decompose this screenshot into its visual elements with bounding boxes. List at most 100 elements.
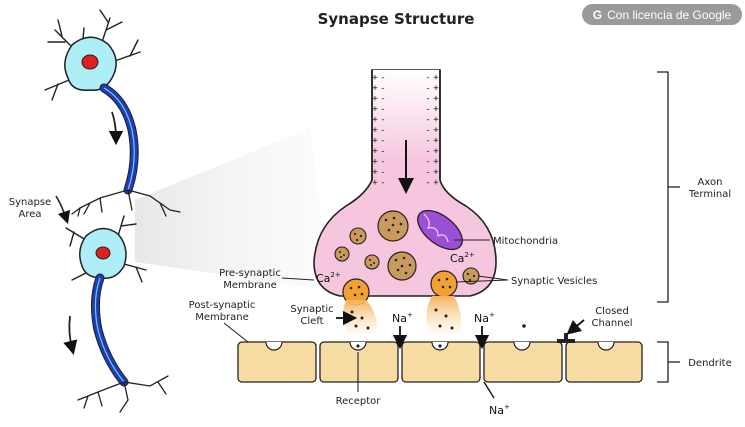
plus-charge: + xyxy=(372,126,378,136)
vesicle xyxy=(364,254,380,270)
na-ion-3: Na+ xyxy=(489,403,510,417)
minus-charge: - xyxy=(380,105,385,115)
plus-charge: + xyxy=(433,147,439,157)
google-g-icon: G xyxy=(592,7,603,22)
svg-text:Receptor: Receptor xyxy=(336,396,382,407)
synapse-branches xyxy=(71,189,181,217)
plus-charge: + xyxy=(372,147,378,157)
plus-charge: + xyxy=(433,178,439,188)
label-post-synaptic-membrane: Post-synaptic Membrane xyxy=(189,300,256,343)
na-ion-1: Na+ xyxy=(392,311,413,325)
plus-charge: + xyxy=(433,126,439,136)
svg-text:Membrane: Membrane xyxy=(223,280,277,291)
minus-charge: - xyxy=(380,84,385,94)
label-pre-synaptic-membrane: Pre-synaptic Membrane xyxy=(219,268,315,291)
minus-charge: - xyxy=(425,115,430,125)
plus-charge: + xyxy=(372,168,378,178)
label-receptor: Receptor xyxy=(336,352,382,407)
minus-charge: - xyxy=(380,136,385,146)
closed-channel-gate xyxy=(557,333,575,343)
synapse-area-arrow xyxy=(55,195,71,225)
lower-direction-arrow xyxy=(63,315,78,355)
axon-terminal: +--++--++--++--++--++--++--++--++--++--+… xyxy=(313,69,526,346)
plus-charge: + xyxy=(433,105,439,115)
plus-charge: + xyxy=(433,168,439,178)
label-synapse-area: Synapse Area xyxy=(9,197,51,220)
plus-charge: + xyxy=(433,115,439,125)
upper-nucleus xyxy=(81,54,99,70)
plus-charge: + xyxy=(372,157,378,167)
zoom-beam xyxy=(135,128,330,290)
plus-charge: + xyxy=(372,84,378,94)
minus-charge: - xyxy=(425,168,430,178)
plus-charge: + xyxy=(372,115,378,125)
svg-text:Synaptic: Synaptic xyxy=(290,304,333,315)
label-synaptic-cleft: Synaptic Cleft xyxy=(290,304,358,327)
plus-charge: + xyxy=(433,73,439,83)
minus-charge: - xyxy=(425,84,430,94)
svg-text:Pre-synaptic: Pre-synaptic xyxy=(219,268,281,279)
minus-charge: - xyxy=(380,126,385,136)
minus-charge: - xyxy=(425,94,430,104)
vesicle xyxy=(334,246,350,262)
vesicle xyxy=(387,251,417,281)
plus-charge: + xyxy=(433,136,439,146)
label-mitochondria: Mitochondria xyxy=(454,236,558,247)
minus-charge: - xyxy=(425,126,430,136)
plus-charge: + xyxy=(372,178,378,188)
na-ion-2: Na+ xyxy=(474,311,495,325)
license-badge[interactable]: G Con licencia de Google xyxy=(582,4,742,25)
svg-text:Mitochondria: Mitochondria xyxy=(493,236,558,247)
plus-charge: + xyxy=(372,94,378,104)
svg-text:Membrane: Membrane xyxy=(195,312,249,323)
svg-text:Axon: Axon xyxy=(698,177,723,188)
vesicle-fusing xyxy=(342,278,370,306)
plus-charge: + xyxy=(433,157,439,167)
svg-text:Closed: Closed xyxy=(595,306,629,317)
minus-charge: - xyxy=(425,136,430,146)
vesicle-fusing xyxy=(430,270,458,298)
lower-nucleus xyxy=(95,246,111,260)
synaptic-vesicles-group xyxy=(334,210,480,306)
svg-text:Area: Area xyxy=(18,209,41,220)
minus-charge: - xyxy=(380,147,385,157)
membrane-charges: +--++--++--++--++--++--++--++--++--++--+… xyxy=(372,73,439,188)
vesicle xyxy=(377,210,409,242)
neuron-illustration xyxy=(44,9,181,413)
release-plume-right xyxy=(426,296,462,334)
svg-text:Post-synaptic: Post-synaptic xyxy=(189,300,256,311)
minus-charge: - xyxy=(380,178,385,188)
plus-charge: + xyxy=(372,73,378,83)
release-plume-left xyxy=(343,300,377,334)
svg-text:Dendrite: Dendrite xyxy=(688,358,732,369)
upper-direction-arrow xyxy=(108,111,124,146)
vesicle xyxy=(349,227,367,245)
minus-charge: - xyxy=(380,94,385,104)
sodium-ions: Na+ Na+ Na+ xyxy=(392,311,510,417)
label-synaptic-vesicles: Synaptic Vesicles xyxy=(455,275,597,287)
svg-text:Synaptic Vesicles: Synaptic Vesicles xyxy=(511,276,597,287)
plus-charge: + xyxy=(372,136,378,146)
plus-charge: + xyxy=(433,84,439,94)
minus-charge: - xyxy=(425,157,430,167)
ca-ion-right: Ca2+ xyxy=(450,251,475,265)
dendrite-membrane xyxy=(237,333,643,383)
label-axon-terminal: Axon Terminal xyxy=(657,71,731,303)
label-dendrite: Dendrite xyxy=(657,341,732,383)
minus-charge: - xyxy=(425,105,430,115)
minus-charge: - xyxy=(425,178,430,188)
diagram-title: Synapse Structure xyxy=(318,10,475,28)
minus-charge: - xyxy=(425,147,430,157)
minus-charge: - xyxy=(425,73,430,83)
svg-text:Synapse: Synapse xyxy=(9,197,51,208)
ca-ion-left: Ca2+ xyxy=(316,271,341,285)
minus-charge: - xyxy=(380,168,385,178)
plus-charge: + xyxy=(433,94,439,104)
mitochondria-organelle xyxy=(417,209,463,251)
minus-charge: - xyxy=(380,73,385,83)
label-closed-channel: Closed Channel xyxy=(566,306,633,335)
license-text: Con licencia de Google xyxy=(607,7,732,22)
svg-text:Cleft: Cleft xyxy=(300,316,323,327)
